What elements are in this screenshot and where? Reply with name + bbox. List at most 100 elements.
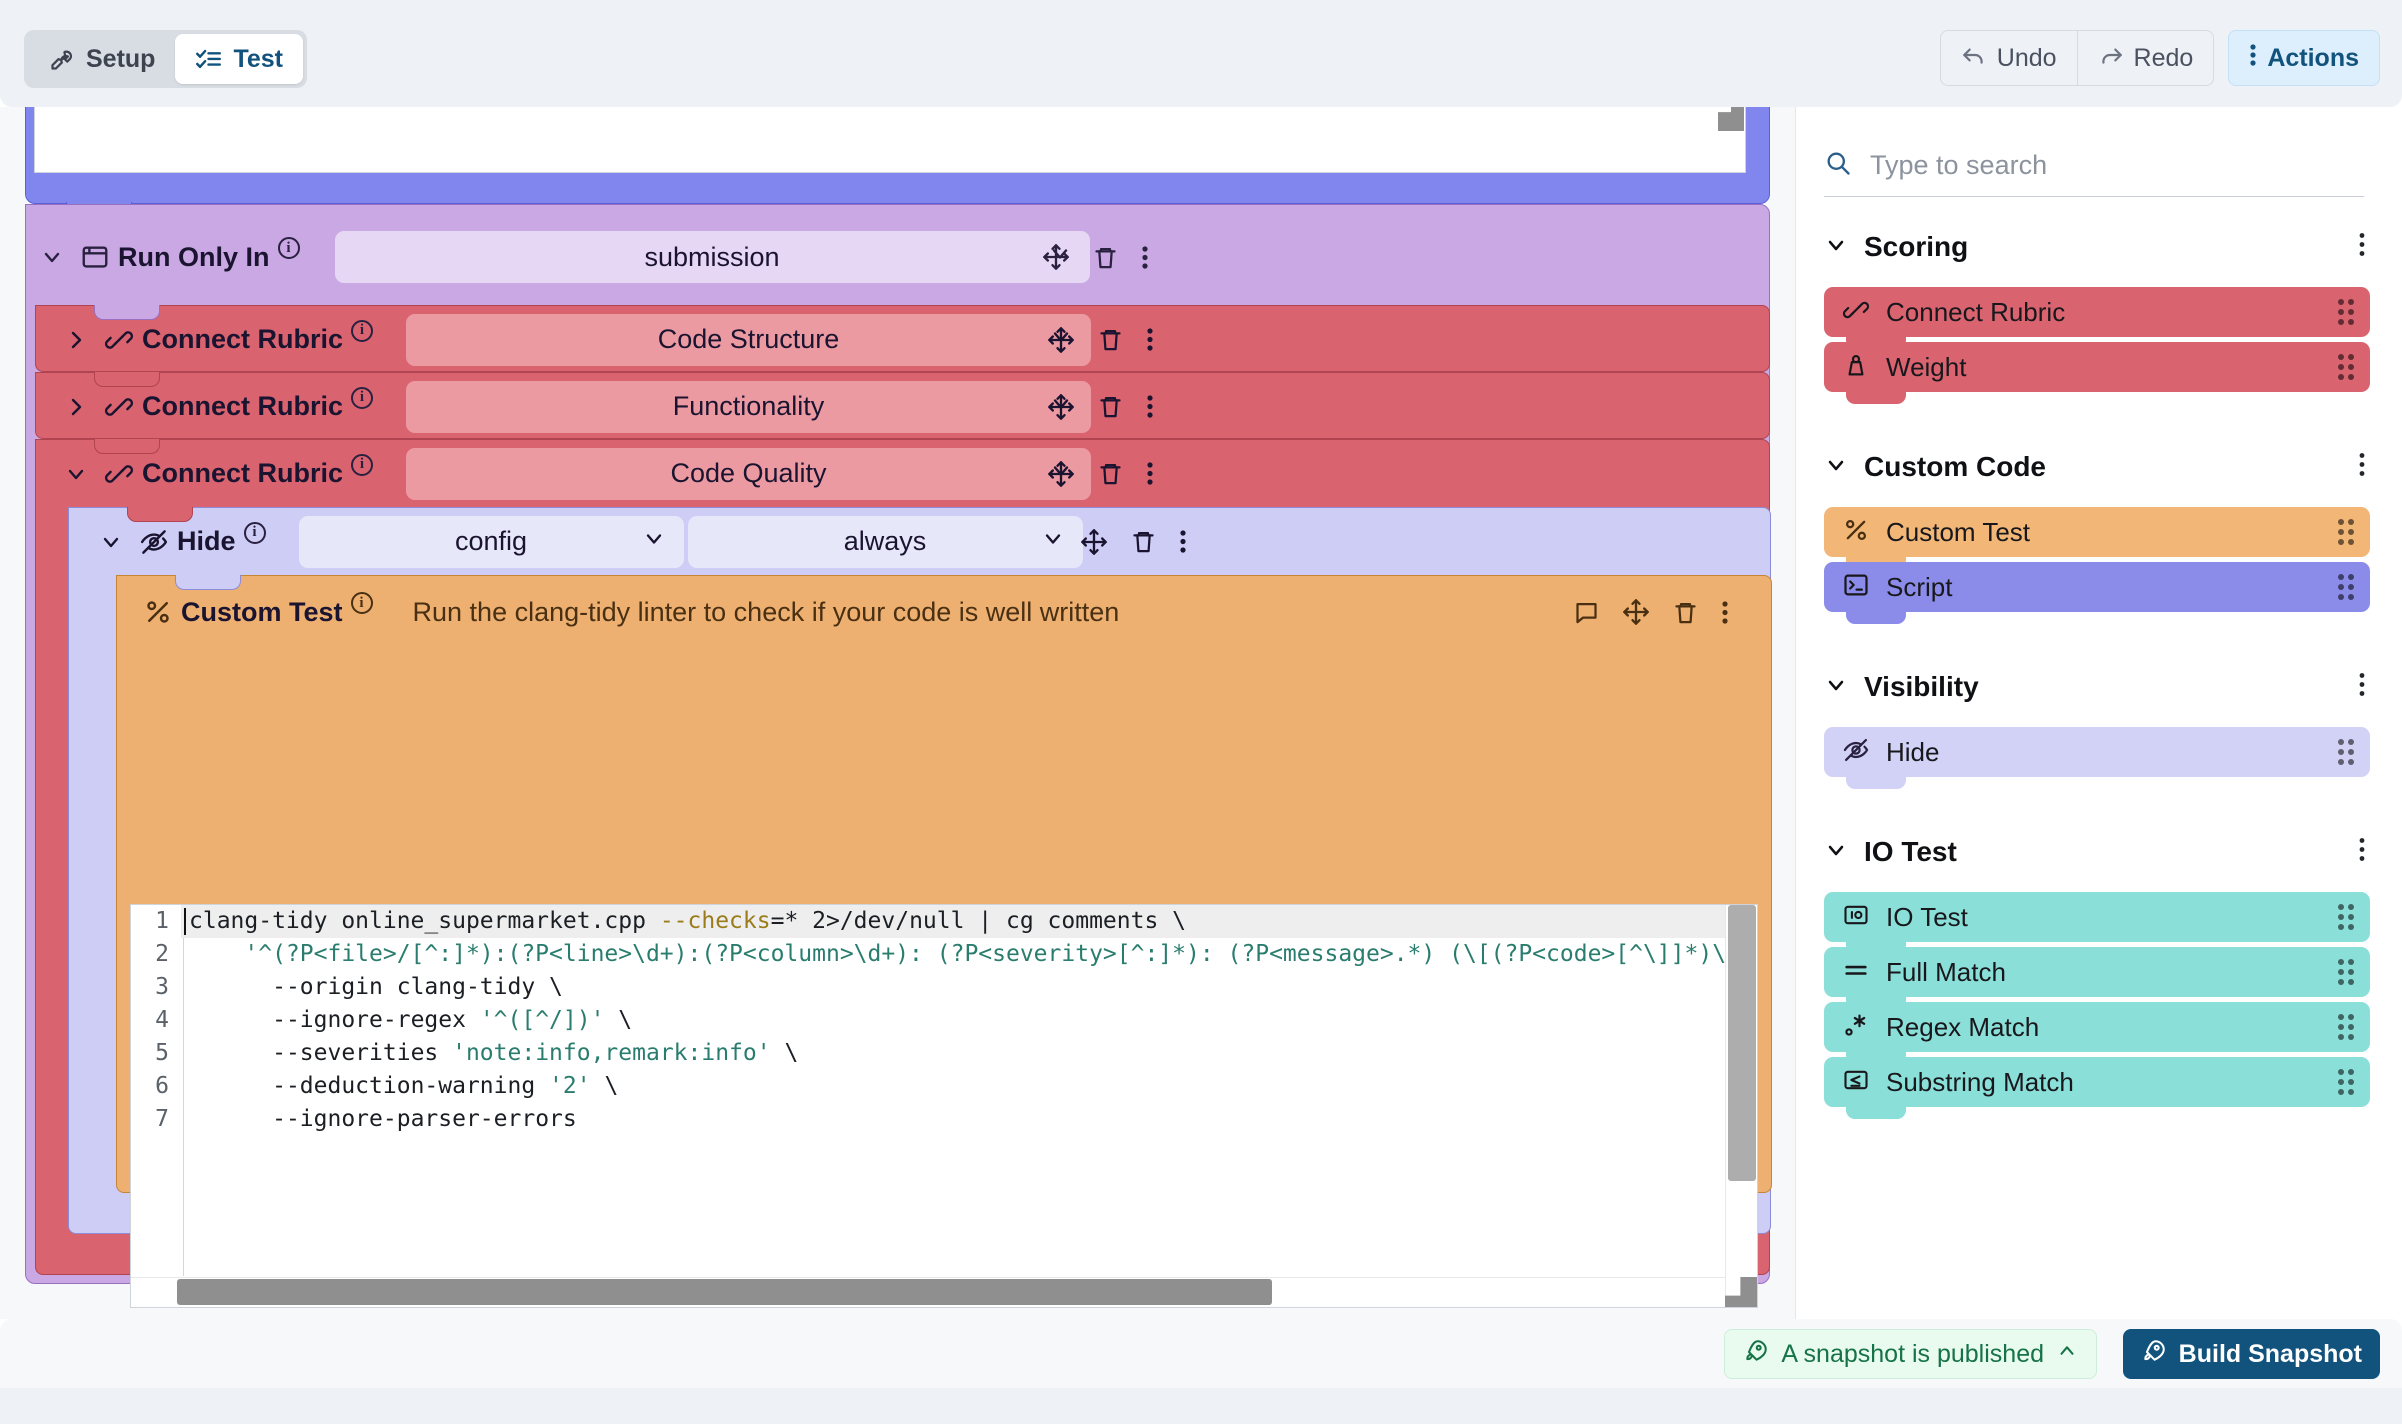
code-token: clang-tidy online_supermarket.cpp bbox=[189, 908, 660, 934]
block-connect-rubric-functionality[interactable]: Connect Rubric i Functionality bbox=[35, 372, 1770, 439]
previous-editor-resizer[interactable] bbox=[1718, 107, 1744, 131]
drag-handle-icon[interactable] bbox=[2338, 574, 2354, 600]
editor-horizontal-scrollbar[interactable] bbox=[131, 1277, 1725, 1307]
trash-icon[interactable] bbox=[1097, 460, 1124, 487]
connect-rubric-3-value-select[interactable]: Code Quality bbox=[406, 447, 1092, 500]
connect-rubric-1-value: Code Structure bbox=[657, 324, 840, 354]
code-token: 'note:info,remark:info' bbox=[452, 1040, 771, 1066]
drag-handle-icon[interactable] bbox=[2338, 739, 2354, 765]
trash-icon[interactable] bbox=[1097, 393, 1124, 420]
build-snapshot-button[interactable]: Build Snapshot bbox=[2122, 1329, 2380, 1379]
scrollbar-thumb[interactable] bbox=[177, 1279, 1272, 1305]
expand-toggle-connect-rubric-2[interactable] bbox=[56, 395, 96, 419]
tab-test[interactable]: Test bbox=[175, 34, 304, 84]
mode-segmented-control: Setup Test bbox=[24, 30, 308, 88]
palette-item-io-test[interactable]: IO Test bbox=[1824, 892, 2370, 954]
trash-icon[interactable] bbox=[1672, 599, 1699, 626]
kebab-menu-icon[interactable] bbox=[1146, 460, 1154, 487]
drag-handle-icon[interactable] bbox=[2338, 959, 2354, 985]
palette-section-title: Custom Code bbox=[1864, 451, 2046, 482]
palette-item-regex-match[interactable]: Regex Match bbox=[1824, 1002, 2370, 1064]
chevron-down-icon[interactable] bbox=[1824, 453, 1848, 482]
move-icon[interactable] bbox=[1047, 460, 1075, 488]
palette-section-header-io-test[interactable]: IO Test bbox=[1824, 830, 2370, 874]
kebab-menu-icon[interactable] bbox=[2358, 837, 2366, 868]
kebab-menu-icon[interactable] bbox=[2358, 452, 2366, 483]
code-token: \ bbox=[770, 1040, 799, 1066]
undo-button[interactable]: Undo bbox=[1939, 30, 2078, 86]
drag-handle-icon[interactable] bbox=[2338, 904, 2354, 930]
drag-handle-icon[interactable] bbox=[2338, 354, 2354, 380]
palette-section-header-scoring[interactable]: Scoring bbox=[1824, 225, 2370, 269]
tab-setup[interactable]: Setup bbox=[28, 34, 175, 84]
info-icon[interactable]: i bbox=[351, 319, 374, 342]
redo-icon bbox=[2098, 42, 2124, 75]
chevron-down-icon[interactable] bbox=[1824, 838, 1848, 867]
kebab-menu-icon[interactable] bbox=[1721, 599, 1729, 626]
expand-toggle-connect-rubric-1[interactable] bbox=[56, 328, 96, 352]
hide-when-select[interactable]: always bbox=[687, 515, 1083, 568]
editor-code-area[interactable]: clang-tidy online_supermarket.cpp --chec… bbox=[181, 905, 1757, 1307]
code-token: \ bbox=[604, 1007, 633, 1033]
palette-section-header-visibility[interactable]: Visibility bbox=[1824, 665, 2370, 709]
palette-item-substring-match[interactable]: Substring Match bbox=[1824, 1057, 2370, 1119]
snapshot-status-button[interactable]: A snapshot is published bbox=[1724, 1329, 2097, 1379]
chevron-down-icon[interactable] bbox=[1824, 673, 1848, 702]
info-icon[interactable]: i bbox=[243, 521, 266, 544]
collapse-toggle-connect-rubric-3[interactable] bbox=[56, 462, 96, 486]
connect-rubric-2-value-select[interactable]: Functionality bbox=[406, 380, 1092, 433]
scrollbar-thumb[interactable] bbox=[1728, 905, 1756, 1181]
palette-item-label: Regex Match bbox=[1886, 1011, 2040, 1042]
palette-item-custom-test[interactable]: Custom Test bbox=[1824, 507, 2370, 569]
weight-icon bbox=[1842, 351, 1870, 384]
move-icon[interactable] bbox=[1047, 326, 1075, 354]
trash-icon[interactable] bbox=[1130, 528, 1157, 555]
palette-item-weight[interactable]: Weight bbox=[1824, 342, 2370, 404]
trash-icon[interactable] bbox=[1097, 326, 1124, 353]
chevron-down-icon[interactable] bbox=[1824, 233, 1848, 262]
run-only-in-value-select[interactable]: submission bbox=[334, 231, 1090, 283]
info-icon[interactable]: i bbox=[351, 386, 374, 409]
link-icon bbox=[96, 325, 142, 355]
info-icon[interactable]: i bbox=[350, 592, 373, 614]
block-connect-rubric-code-structure[interactable]: Connect Rubric i Code Structure bbox=[35, 305, 1770, 372]
editor-vertical-scrollbar[interactable] bbox=[1725, 905, 1757, 1307]
kebab-menu-icon[interactable] bbox=[1141, 244, 1149, 271]
palette-item-hide[interactable]: Hide bbox=[1824, 727, 2370, 789]
actions-button[interactable]: Actions bbox=[2228, 30, 2380, 86]
connect-rubric-1-value-select[interactable]: Code Structure bbox=[406, 313, 1092, 366]
move-icon[interactable] bbox=[1622, 598, 1650, 626]
collapse-toggle-run-only-in[interactable] bbox=[32, 245, 72, 269]
kebab-menu-icon[interactable] bbox=[2358, 672, 2366, 703]
kebab-menu-icon[interactable] bbox=[1146, 326, 1154, 353]
search-input[interactable] bbox=[1868, 149, 2328, 182]
palette-item-script[interactable]: Script bbox=[1824, 562, 2370, 624]
tab-setup-label: Setup bbox=[86, 44, 156, 73]
drag-handle-icon[interactable] bbox=[2338, 519, 2354, 545]
block-knob bbox=[94, 372, 160, 387]
collapse-toggle-hide[interactable] bbox=[91, 530, 131, 554]
drag-handle-icon[interactable] bbox=[2338, 299, 2354, 325]
window-icon bbox=[72, 242, 118, 272]
palette-search[interactable] bbox=[1824, 135, 2364, 197]
palette-section-header-custom-code[interactable]: Custom Code bbox=[1824, 445, 2370, 489]
block-canvas[interactable]: Run Only In i submission bbox=[0, 107, 1795, 1319]
move-icon[interactable] bbox=[1042, 243, 1070, 271]
info-icon[interactable]: i bbox=[351, 453, 374, 476]
trash-icon[interactable] bbox=[1092, 244, 1119, 271]
drag-handle-icon[interactable] bbox=[2338, 1069, 2354, 1095]
redo-button[interactable]: Redo bbox=[2077, 30, 2215, 86]
palette-item-full-match[interactable]: Full Match bbox=[1824, 947, 2370, 1009]
code-editor[interactable]: 1 2 3 4 5 6 7 clang-tidy online_supermar… bbox=[130, 904, 1758, 1308]
move-icon[interactable] bbox=[1080, 528, 1108, 556]
kebab-menu-icon[interactable] bbox=[1146, 393, 1154, 420]
drag-handle-icon[interactable] bbox=[2338, 1014, 2354, 1040]
comment-icon[interactable] bbox=[1573, 599, 1600, 626]
hide-config-select[interactable]: config bbox=[298, 515, 684, 568]
move-icon[interactable] bbox=[1047, 393, 1075, 421]
palette-item-connect-rubric[interactable]: Connect Rubric bbox=[1824, 287, 2370, 349]
info-icon[interactable]: i bbox=[277, 237, 300, 259]
kebab-menu-icon[interactable] bbox=[2358, 232, 2366, 263]
line-number: 7 bbox=[155, 1106, 169, 1132]
kebab-menu-icon[interactable] bbox=[1179, 528, 1187, 555]
